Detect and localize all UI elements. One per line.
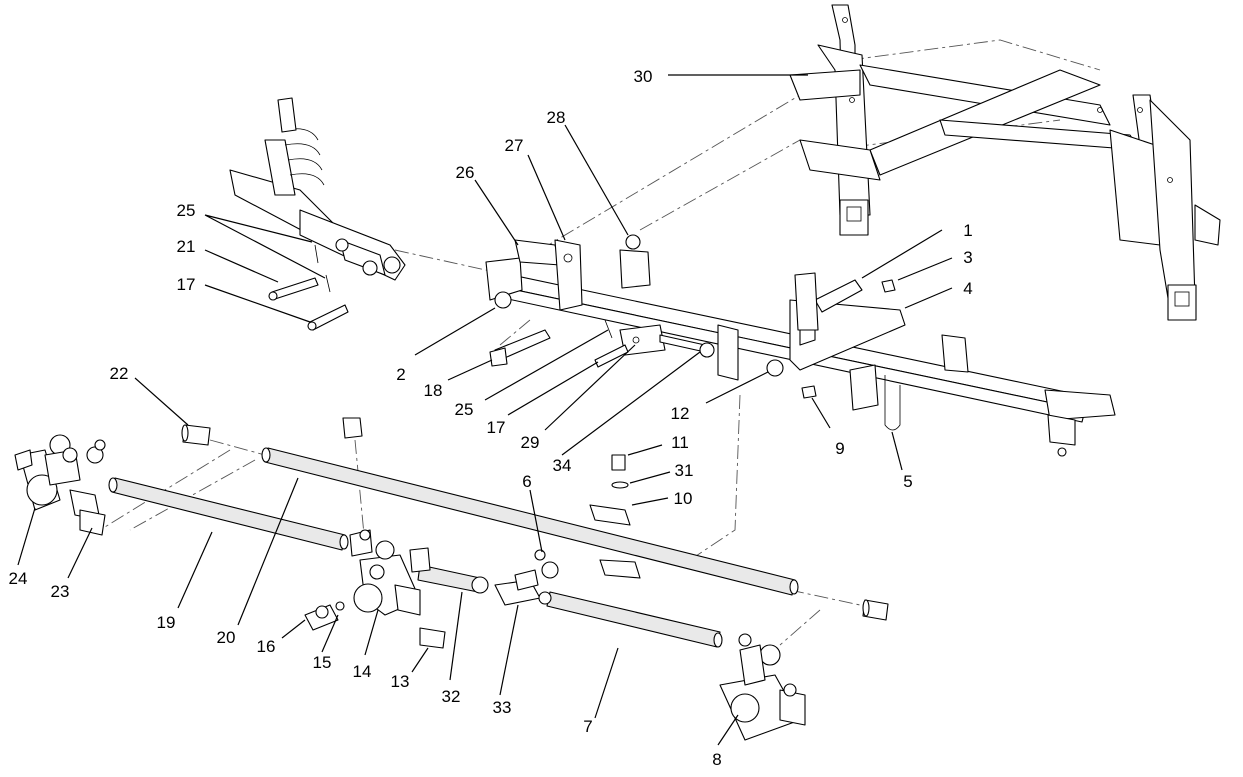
callout-8: 8 xyxy=(712,750,721,769)
callout-25-upper: 25 xyxy=(177,201,196,220)
callout-6: 6 xyxy=(522,472,531,491)
callout-1: 1 xyxy=(963,221,972,240)
callout-29: 29 xyxy=(521,433,540,452)
callout-22: 22 xyxy=(110,364,129,383)
callout-15: 15 xyxy=(313,653,332,672)
callout-30: 30 xyxy=(634,67,653,86)
spring-pivot-assembly xyxy=(229,97,406,331)
callout-33: 33 xyxy=(493,698,512,717)
machine-frame xyxy=(789,4,1221,321)
callout-14: 14 xyxy=(353,662,372,681)
callout-34: 34 xyxy=(553,456,572,475)
callout-23: 23 xyxy=(51,582,70,601)
callout-18: 18 xyxy=(424,381,443,400)
callout-20: 20 xyxy=(217,628,236,647)
callout-3: 3 xyxy=(963,248,972,267)
hoses xyxy=(108,424,889,648)
callout-31: 31 xyxy=(675,461,694,480)
callout-11: 11 xyxy=(671,433,689,452)
right-nozzle-assembly xyxy=(719,633,806,741)
callout-labels: 1 2 3 4 5 6 7 8 9 10 11 12 13 14 15 16 1… xyxy=(9,67,973,769)
callout-17-upper: 17 xyxy=(177,275,196,294)
callout-2: 2 xyxy=(396,365,405,384)
callout-24: 24 xyxy=(9,569,28,588)
boom-bar-assembly xyxy=(485,234,1116,457)
callout-7: 7 xyxy=(583,717,592,736)
callout-26: 26 xyxy=(456,163,475,182)
leader-lines xyxy=(17,74,953,746)
callout-9: 9 xyxy=(835,439,844,458)
callout-21: 21 xyxy=(177,237,196,256)
callout-16: 16 xyxy=(257,637,276,656)
callout-5: 5 xyxy=(903,472,912,491)
callout-32: 32 xyxy=(442,687,461,706)
left-nozzle-assembly xyxy=(14,434,106,536)
callout-13: 13 xyxy=(391,672,410,691)
callout-17-lower: 17 xyxy=(487,418,506,437)
callout-19: 19 xyxy=(157,613,176,632)
callout-28: 28 xyxy=(547,108,566,127)
callout-4: 4 xyxy=(963,279,972,298)
callout-12: 12 xyxy=(671,404,690,423)
callout-10: 10 xyxy=(674,489,693,508)
callout-25-lower: 25 xyxy=(455,400,474,419)
center-nozzle-cluster xyxy=(304,417,641,649)
callout-27: 27 xyxy=(505,136,524,155)
